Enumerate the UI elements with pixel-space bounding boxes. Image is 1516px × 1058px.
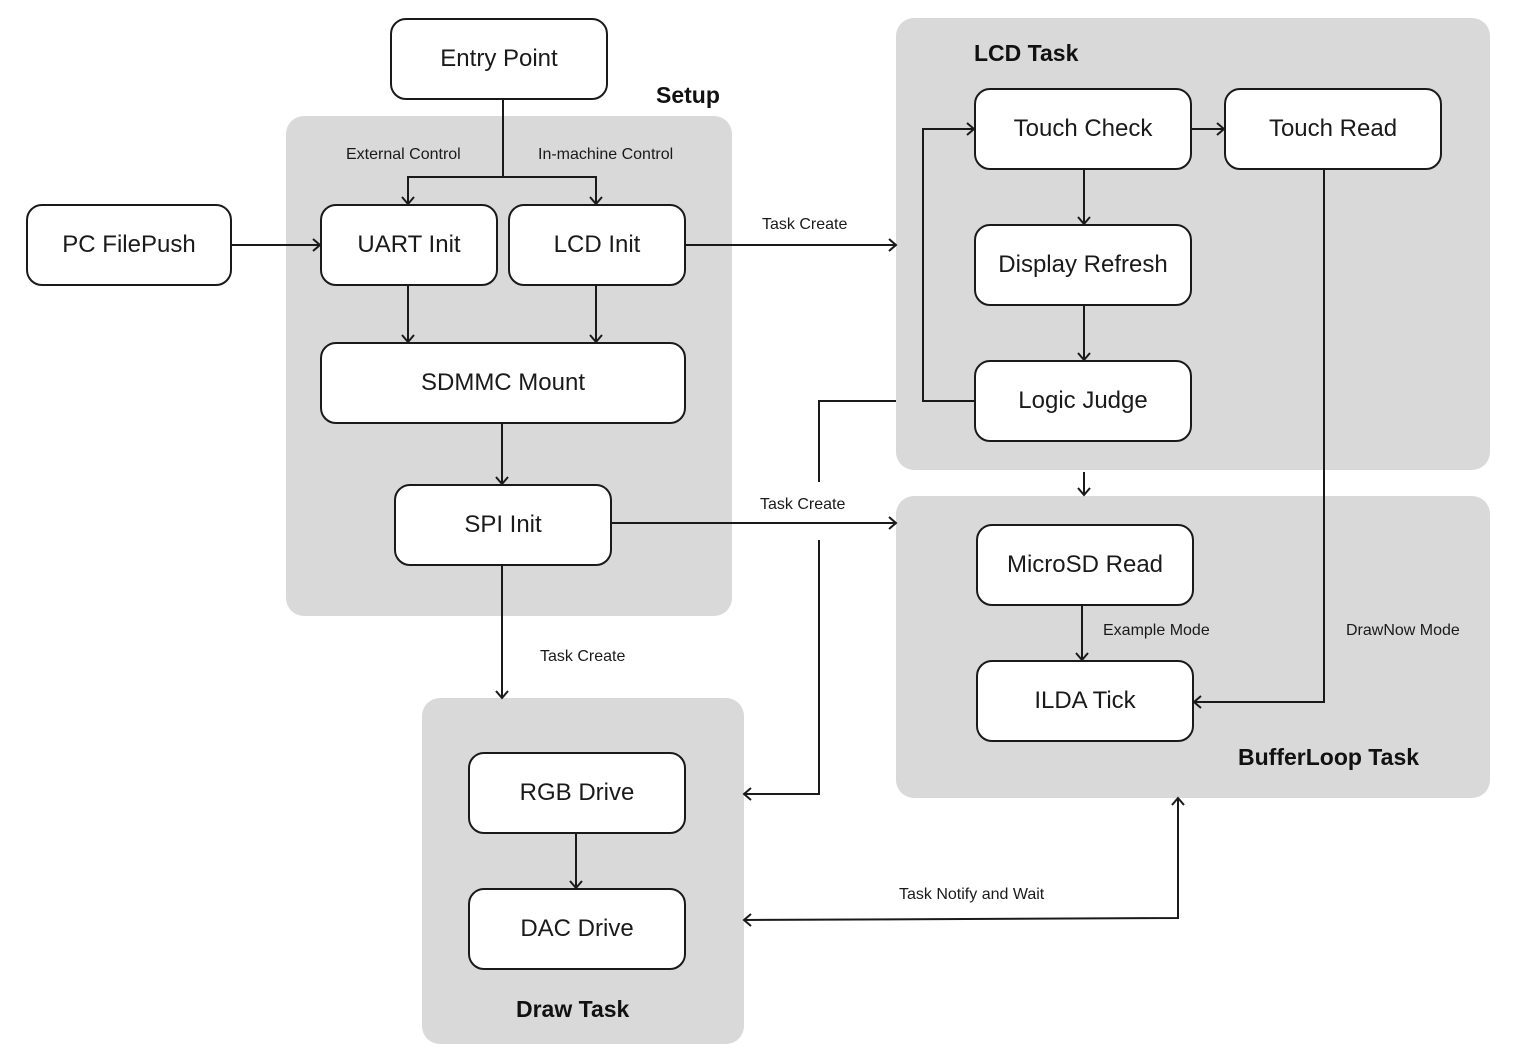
- entry-point-node: Entry Point: [390, 18, 608, 100]
- arrowhead: [1192, 695, 1202, 709]
- edge-notify-wait: [743, 798, 1179, 921]
- arrowhead: [742, 787, 752, 801]
- pc-filepush-node: PC FilePush: [26, 204, 232, 286]
- lcd-init-node: LCD Init: [508, 204, 686, 286]
- uart-init-node: UART Init: [320, 204, 498, 286]
- task-create-lcd-label: Task Create: [762, 216, 848, 233]
- drawnow-mode-label: DrawNow Mode: [1346, 622, 1460, 639]
- arrowhead: [495, 690, 509, 700]
- edge-lcdtask-rgb: [744, 400, 896, 795]
- microsd-read-node: MicroSD Read: [976, 524, 1194, 606]
- arrowhead: [742, 913, 752, 927]
- edge-touchread-ilda: [1194, 170, 1325, 703]
- external-control-label: External Control: [346, 146, 461, 163]
- arrowhead: [401, 196, 603, 206]
- task-create-draw-label: Task Create: [540, 648, 626, 665]
- example-mode-label: Example Mode: [1103, 622, 1210, 639]
- touch-read-node: Touch Read: [1224, 88, 1442, 170]
- sdmmc-mount-node: SDMMC Mount: [320, 342, 686, 424]
- arrowhead: [888, 238, 898, 252]
- task-create-buffer-label: Task Create: [760, 496, 846, 513]
- lcd-task-title: LCD Task: [974, 40, 1079, 66]
- in-machine-control-label: In-machine Control: [538, 146, 674, 163]
- dac-drive-node: DAC Drive: [468, 888, 686, 970]
- task-notify-wait-label: Task Notify and Wait: [899, 886, 1045, 903]
- spi-init-node: SPI Init: [394, 484, 612, 566]
- draw-task-title: Draw Task: [516, 996, 630, 1022]
- arrowhead: [401, 334, 603, 344]
- display-refresh-node: Display Refresh: [974, 224, 1192, 306]
- edge-logic-loop: [922, 128, 974, 402]
- touch-check-node: Touch Check: [974, 88, 1192, 170]
- rgb-drive-node: RGB Drive: [468, 752, 686, 834]
- bufferloop-task-title: BufferLoop Task: [1238, 744, 1420, 770]
- ilda-tick-node: ILDA Tick: [976, 660, 1194, 742]
- setup-title: Setup: [656, 82, 720, 108]
- arrowhead: [888, 516, 898, 530]
- arrowhead: [1077, 487, 1091, 497]
- arrowhead: [1171, 796, 1185, 806]
- logic-judge-node: Logic Judge: [974, 360, 1192, 442]
- edge-entry-split: [407, 100, 597, 203]
